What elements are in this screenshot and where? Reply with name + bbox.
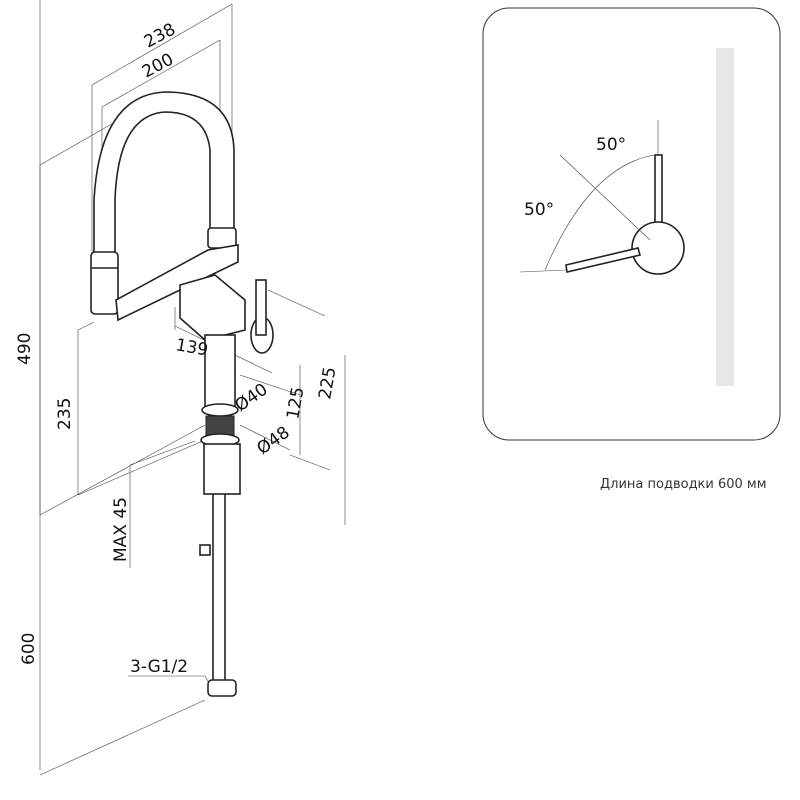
hose-length-caption: Длина подводки 600 мм <box>600 477 767 492</box>
dim-dia48: Ø48 <box>253 423 293 459</box>
dim-600: 600 <box>19 633 39 665</box>
dim-235: 235 <box>55 398 75 430</box>
dim-238: 238 <box>141 20 179 53</box>
dim-125: 125 <box>283 385 308 420</box>
rotation-inset: 50° 50° <box>482 7 781 441</box>
dim-max45: MAX 45 <box>111 497 131 562</box>
faucet <box>90 91 274 697</box>
dim-225: 225 <box>315 365 340 400</box>
dim-139: 139 <box>174 335 209 360</box>
angle-top: 50° <box>596 135 626 155</box>
dim-490: 490 <box>15 333 35 365</box>
angle-left: 50° <box>524 200 554 220</box>
connection-label: 3-G1/2 <box>130 657 188 677</box>
